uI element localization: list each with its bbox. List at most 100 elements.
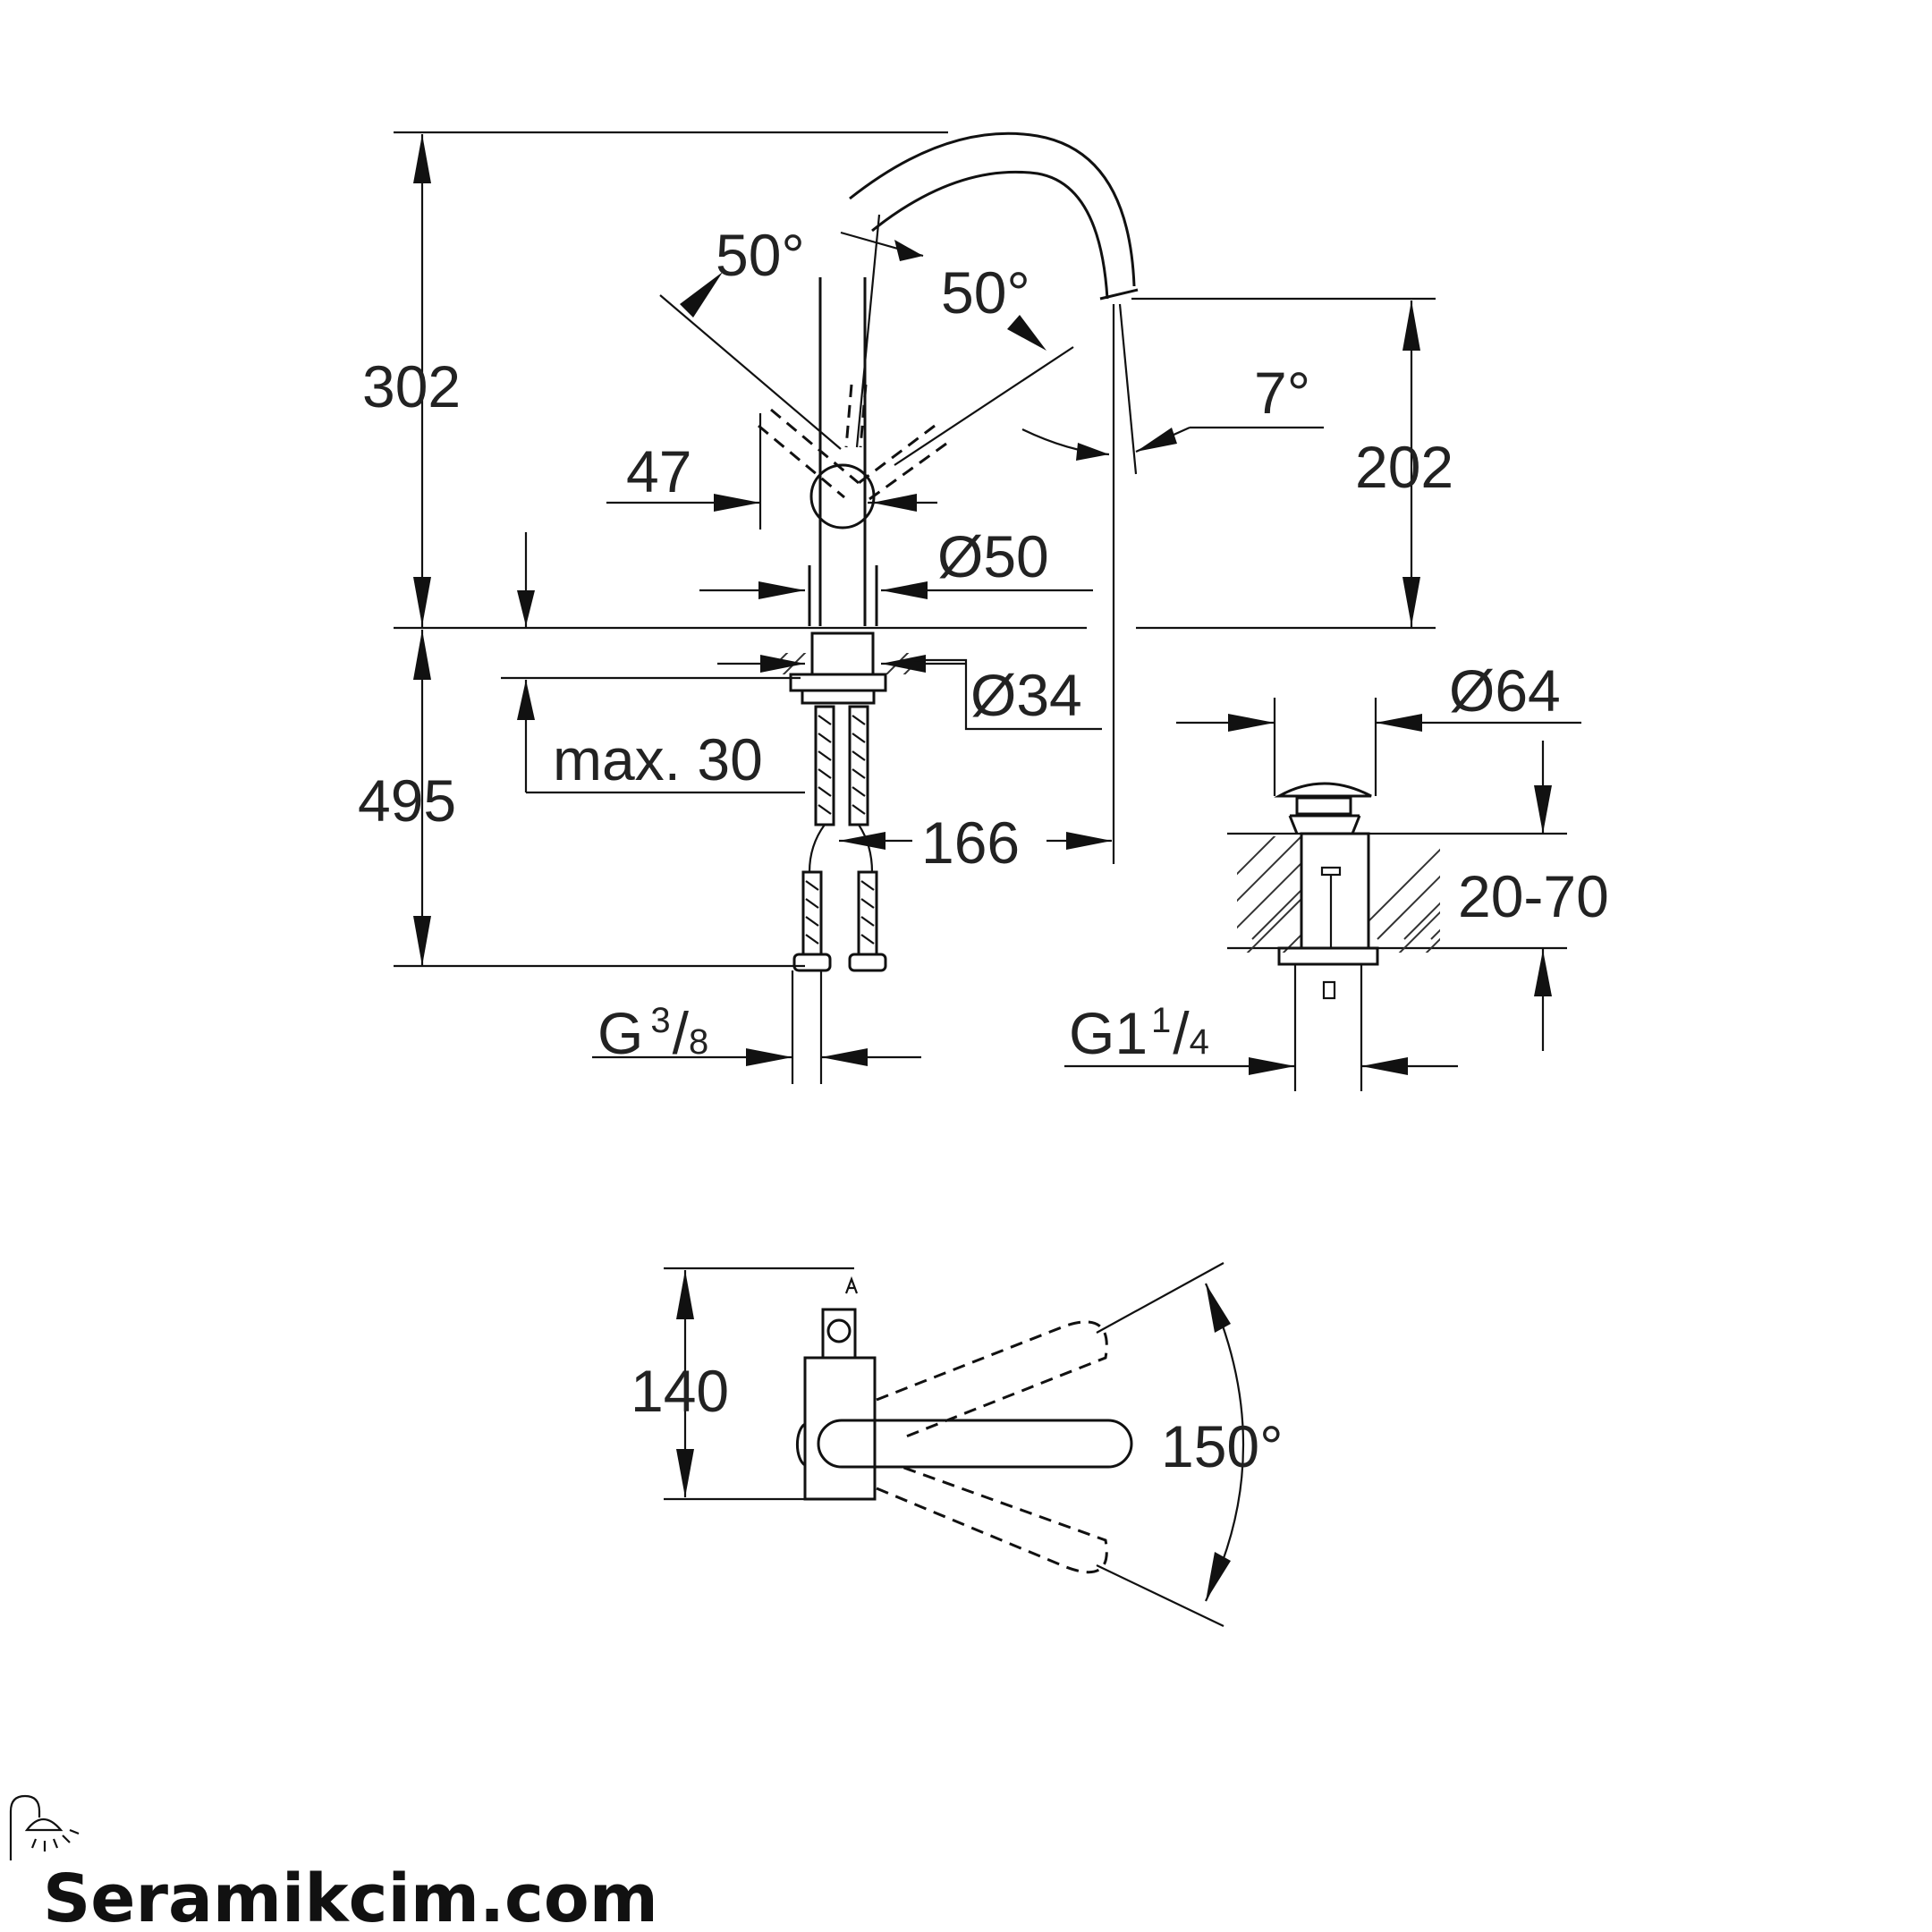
label-waste-diameter: Ø64 xyxy=(1449,657,1561,724)
waste-nut xyxy=(1277,946,1379,966)
dim-arrow xyxy=(676,1270,694,1319)
angle-line-left xyxy=(659,294,842,450)
label-angle-right: 50° xyxy=(941,259,1030,326)
hose-braid xyxy=(852,715,866,815)
inlet-thread-prefix: G xyxy=(597,1000,643,1066)
hose-braid xyxy=(818,715,832,815)
mounting-washer xyxy=(801,689,876,705)
dim-arrow xyxy=(714,494,760,512)
waste-cap xyxy=(1274,782,1372,798)
hose-bend xyxy=(808,824,874,873)
waste-view xyxy=(1064,698,1581,1091)
label-swivel-angle: 150° xyxy=(1161,1413,1284,1479)
dim-arrow xyxy=(413,630,431,680)
spout-outlet xyxy=(1099,288,1139,301)
label-waste-range: 20-70 xyxy=(1458,863,1609,929)
lever-base xyxy=(795,1422,806,1467)
dim-arrow xyxy=(1376,714,1422,732)
angle-line-bottom xyxy=(1096,1564,1224,1627)
spout-7deg-line xyxy=(1118,303,1138,475)
angle-arrow xyxy=(680,272,723,318)
label-angle-left: 50° xyxy=(716,222,805,288)
dim-arrow xyxy=(676,1449,694,1497)
waste-thread-prefix: G1 xyxy=(1069,1000,1148,1066)
dim-arrow xyxy=(517,590,535,626)
dim-arrow xyxy=(413,577,431,626)
mounting-plate xyxy=(789,673,887,692)
faucet-body-plan xyxy=(803,1356,877,1501)
spout-outer-curve xyxy=(849,131,1136,287)
dimension-labels: 50° 50° 7° 302 202 47 Ø50 Ø34 max. 30 49… xyxy=(358,222,1609,1479)
mounting-nut xyxy=(810,631,875,676)
label-reach: 166 xyxy=(921,809,1020,876)
dim-arrow xyxy=(821,1048,868,1066)
dim-arrow xyxy=(839,832,886,850)
label-lever-offset: 47 xyxy=(626,438,691,504)
dim-arrow xyxy=(1249,1057,1295,1075)
label-plan-depth: 140 xyxy=(631,1358,729,1424)
dim-arrow xyxy=(758,581,805,599)
angle-line-right xyxy=(894,346,1074,466)
cartridge-knob xyxy=(826,1318,852,1343)
inlet-thread-den: 8 xyxy=(689,1022,708,1062)
dim-arrow xyxy=(746,1048,792,1066)
angle-arrow xyxy=(1007,315,1046,351)
dim-arrow xyxy=(1534,785,1552,834)
brand-name: Seramikcim.com xyxy=(43,1860,658,1932)
spout-inner-curve xyxy=(871,170,1109,300)
dim-arrow xyxy=(1206,1552,1231,1601)
cartridge-top xyxy=(821,1308,857,1360)
dim-arrow xyxy=(1402,301,1420,351)
dim-arrow xyxy=(760,655,805,673)
angle-arrow xyxy=(1076,443,1109,461)
label-hose-length: 495 xyxy=(358,767,456,834)
lever-swing-down xyxy=(876,1465,1108,1574)
dim-arrow xyxy=(881,581,928,599)
lever-swing-up xyxy=(876,1320,1108,1440)
lever-centre-position xyxy=(844,384,868,448)
waste-flange xyxy=(1288,814,1361,835)
dim-arrow xyxy=(872,494,917,512)
hose-braid xyxy=(860,880,875,945)
angle-arrow xyxy=(1136,428,1177,452)
lever-right-position xyxy=(858,424,947,501)
hose-connector-left xyxy=(792,953,832,972)
label-hole-diameter: Ø34 xyxy=(970,662,1082,728)
waste-rod-head xyxy=(1320,866,1342,877)
lever-left-position xyxy=(758,408,860,499)
dim-arrow xyxy=(413,916,431,966)
waste-thread-num: 1 xyxy=(1151,1001,1171,1040)
plan-view xyxy=(664,1262,1245,1627)
angle-centre-line xyxy=(855,214,881,448)
dim-arrow xyxy=(1206,1284,1231,1333)
basin-hatch-right xyxy=(1368,848,1440,953)
lever-plan xyxy=(817,1419,1133,1469)
label-angle-spout: 7° xyxy=(1254,360,1310,426)
hose-braid xyxy=(805,880,819,945)
label-height-total: 302 xyxy=(362,353,461,419)
leader-34 xyxy=(914,658,1102,731)
waste-cap-stem xyxy=(1295,796,1352,816)
inlet-thread-num: 3 xyxy=(650,1001,670,1040)
dim-arrow xyxy=(413,134,431,183)
dim-arrow xyxy=(1228,714,1275,732)
basin-hatch-left xyxy=(1237,836,1301,953)
dim-arrow xyxy=(1534,950,1552,996)
waste-tail-end xyxy=(1322,980,1336,1000)
hose-connector-right xyxy=(848,953,887,972)
dim-arrow xyxy=(1402,577,1420,626)
cartridge-marker xyxy=(844,1275,859,1294)
waste-body xyxy=(1300,832,1370,950)
angle-arrow xyxy=(894,240,923,261)
dim-arrow xyxy=(1066,832,1112,850)
label-body-diameter: Ø50 xyxy=(937,523,1049,589)
waste-thread-den: 4 xyxy=(1190,1022,1209,1062)
dim-arrow xyxy=(517,680,535,720)
label-max-thickness: max. 30 xyxy=(553,726,763,792)
shower-icon xyxy=(9,1794,80,1860)
brand-logo: Seramikcim.com xyxy=(9,1794,658,1932)
